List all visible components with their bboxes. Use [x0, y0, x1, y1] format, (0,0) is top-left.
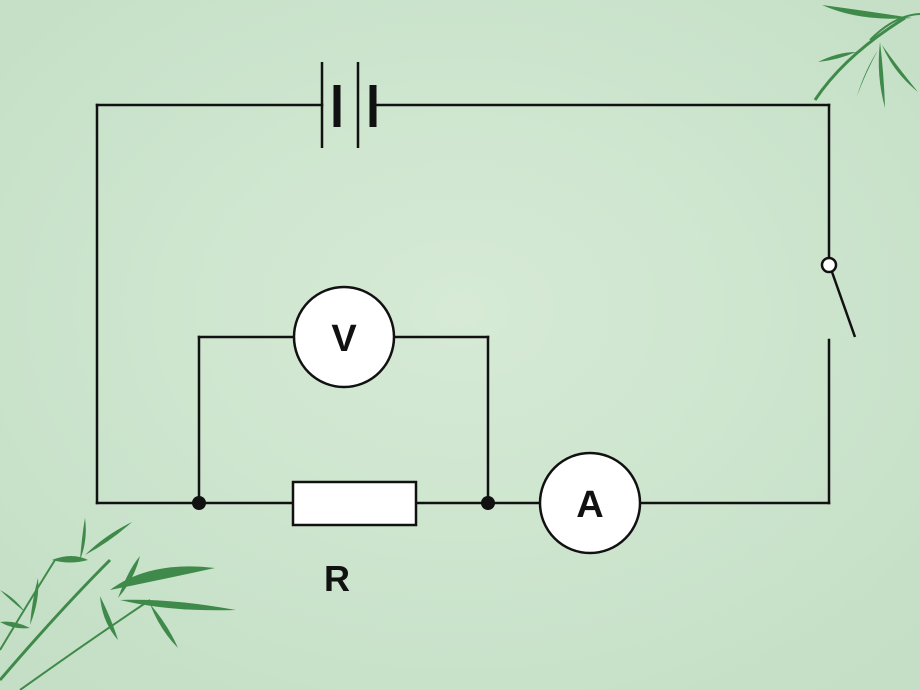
- voltmeter-circle: [292, 285, 396, 389]
- ammeter-symbol: A: [538, 451, 642, 555]
- bamboo-leaves-top-right-icon: [813, 5, 920, 108]
- switch-symbol-icon: [820, 256, 857, 338]
- junction-node-left: [192, 496, 206, 510]
- battery-symbol-icon: [320, 62, 377, 148]
- resistor-label: R: [324, 558, 350, 599]
- bamboo-leaves-bottom-left-icon: [0, 518, 236, 690]
- voltmeter-label: V: [331, 318, 357, 360]
- junction-node-right: [481, 496, 495, 510]
- voltmeter-symbol: V: [292, 285, 396, 389]
- ammeter-label: A: [576, 484, 603, 526]
- resistor-symbol: [291, 480, 418, 527]
- circuit-wires: [95, 103, 831, 505]
- ammeter-circle: [538, 451, 642, 555]
